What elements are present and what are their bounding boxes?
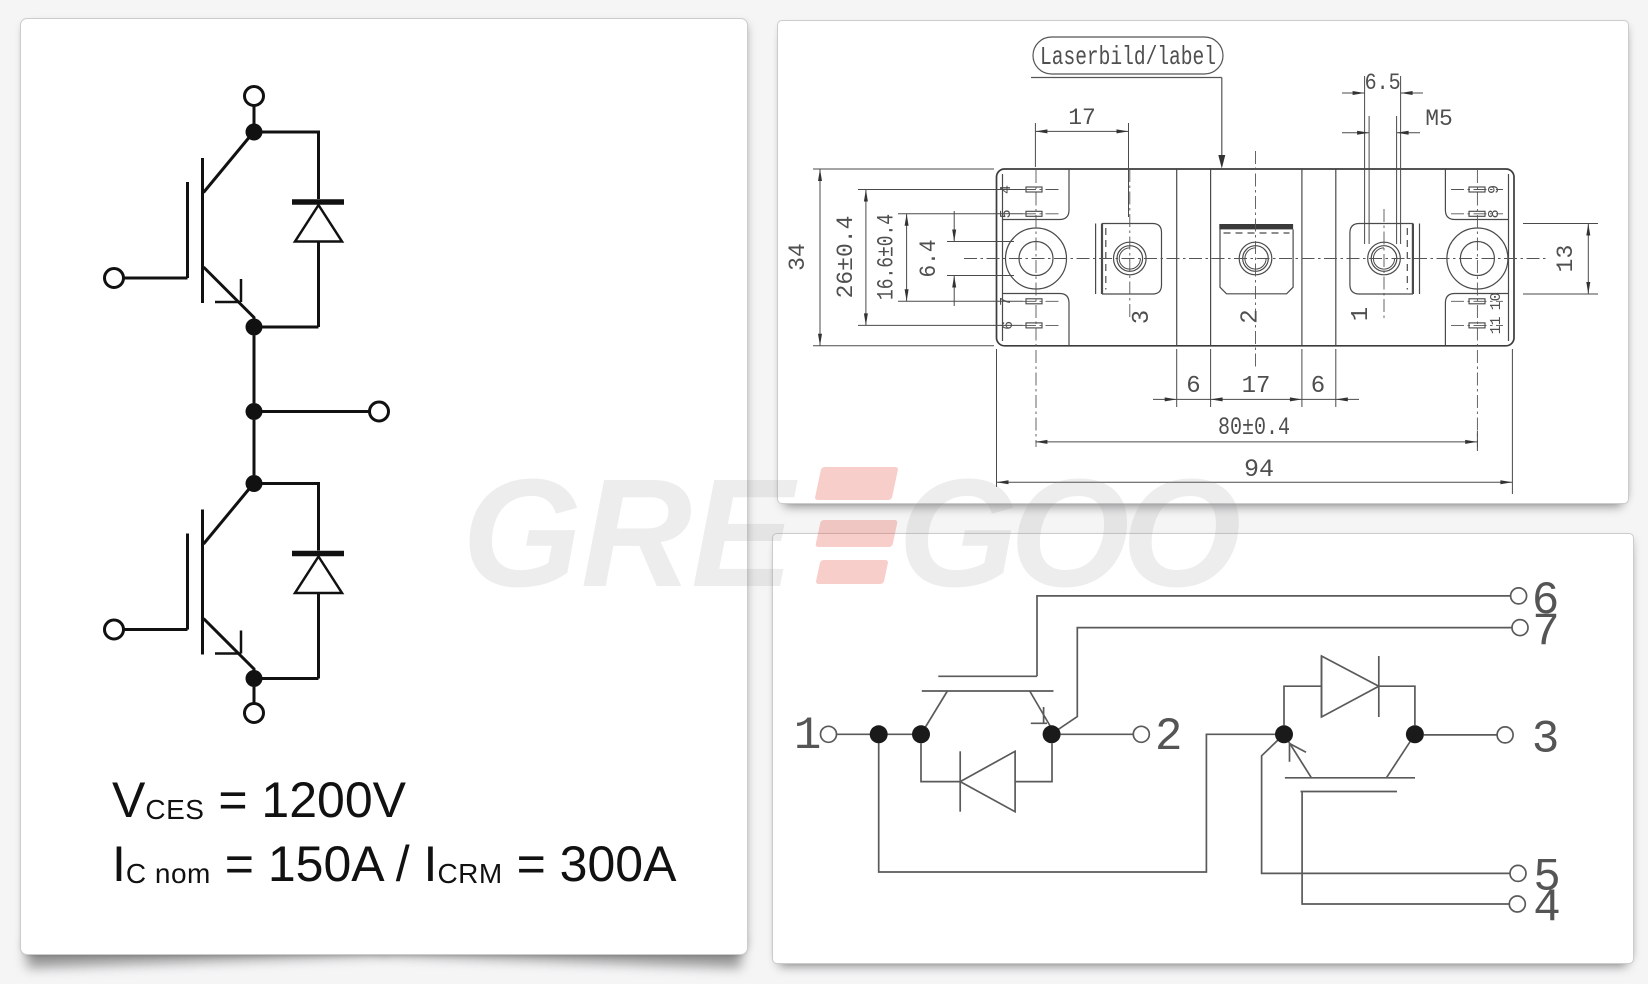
pin-label-5: 5 <box>998 209 1015 218</box>
terminal-pad-2-bar <box>1219 224 1294 230</box>
panel-internal-schematic: 1 2 3 4 5 6 7 <box>772 533 1634 964</box>
internal-schematic: 1 2 3 4 5 6 7 <box>794 575 1561 934</box>
terminal-7-icon <box>1511 618 1529 637</box>
circuit-strokes <box>103 85 390 724</box>
dim-mount-pitch: 80±0.4 <box>1218 413 1290 442</box>
dim-gap-left: 6 <box>1186 373 1200 400</box>
panel-circuit-ratings: VCES = 1200V IC nom = 150A / ICRM = 300A <box>20 18 748 955</box>
pin-label-9: 9 <box>1486 185 1503 194</box>
label-bubble <box>1032 36 1224 75</box>
dimension-lines <box>813 76 1598 494</box>
terminal-labels: 1 2 3 4 5 6 7 <box>794 575 1561 934</box>
terminal-label-3: 3 <box>1532 714 1560 766</box>
diode1-symbol <box>958 749 1016 814</box>
terminal-output-icon <box>368 400 390 423</box>
package-outline-drawing: Laserbild/label <box>785 36 1598 494</box>
pin-label-10: 10 <box>1488 292 1505 310</box>
pin-label-6: 6 <box>1000 321 1017 330</box>
ratings-text: VCES = 1200V IC nom = 150A / ICRM = 300A <box>112 768 676 896</box>
terminal-1-icon <box>819 725 838 744</box>
dim-height: 34 <box>785 243 811 271</box>
dim-pin-span-inner: 16.6±0.4 <box>874 214 900 300</box>
pin-label-4: 4 <box>998 185 1015 194</box>
dim-top-pitch: 17 <box>1068 105 1096 131</box>
centerlines <box>964 151 1546 447</box>
terminal-label-4: 4 <box>1533 882 1561 934</box>
panel-outline-drawing: Laserbild/label <box>777 20 1629 504</box>
section-labels: 3 2 1 <box>1129 307 1375 324</box>
rating-ic: IC nom = 150A / ICRM = 300A <box>112 836 677 892</box>
schematic-strokes <box>819 587 1529 913</box>
terminal-collector-top-icon <box>243 85 265 107</box>
dim-hole-clearance: 6.5 <box>1365 70 1401 96</box>
dim-total-width: 94 <box>1244 455 1274 484</box>
terminal-6-icon <box>1509 587 1528 605</box>
terminal-5-icon <box>1509 864 1527 883</box>
junction-dots <box>245 123 263 687</box>
junction-dot <box>1275 725 1293 744</box>
terminal-label-7: 7 <box>1532 607 1560 659</box>
junction-dot <box>245 123 263 141</box>
dim-terminal-height: 13 <box>1553 245 1579 273</box>
junction-dot <box>912 725 930 744</box>
dim-gap-right: 6 <box>1311 373 1325 400</box>
terminal-label-5: 5 <box>1533 852 1561 904</box>
terminal-emitter-bottom-icon <box>243 702 265 724</box>
terminal-2-icon <box>1132 725 1151 744</box>
diode-symbol <box>292 554 345 595</box>
rating-vces: VCES = 1200V <box>112 772 406 828</box>
section-label-1: 1 <box>1348 307 1375 321</box>
terminal-label-1: 1 <box>794 710 822 762</box>
section-label-3: 3 <box>1129 310 1156 324</box>
terminal-4-icon <box>1508 895 1527 913</box>
dim-center-pitch: 17 <box>1242 373 1271 400</box>
junction-dot <box>245 475 263 492</box>
junction-dot <box>1405 725 1424 744</box>
terminal-label-2: 2 <box>1155 711 1183 763</box>
terminal-gate-top-icon <box>103 267 125 289</box>
terminal-label-6: 6 <box>1532 575 1560 627</box>
pin-label-11: 11 <box>1488 316 1505 334</box>
pin-label-8: 8 <box>1486 209 1503 218</box>
diode2-symbol <box>1320 654 1381 719</box>
junction-dot <box>245 403 263 420</box>
dim-hole-dia: 6.4 <box>916 240 942 278</box>
junction-dot <box>1042 725 1061 744</box>
junction-dot <box>245 670 263 687</box>
terminal-gate-bottom-icon <box>103 618 125 641</box>
junction-dot <box>869 725 888 744</box>
dimension-arrows <box>818 91 1591 485</box>
section-label-2: 2 <box>1238 309 1265 323</box>
junction-dot <box>245 318 263 336</box>
label-leader <box>1031 36 1224 157</box>
pin-labels: 4 5 7 6 9 8 10 11 <box>998 185 1505 334</box>
pin-label-7: 7 <box>998 297 1015 306</box>
terminal-3-icon <box>1496 726 1514 744</box>
half-bridge-schematic <box>103 85 390 724</box>
terminal-pad-2 <box>1219 229 1294 295</box>
dimension-texts: 17 6.5 M5 34 26±0.4 16.6±0.4 6.4 13 6 17… <box>785 70 1579 484</box>
label-bubble-text: Laserbild/label <box>1040 42 1216 72</box>
dim-pin-span-outer: 26±0.4 <box>833 216 859 299</box>
leader-arrow-icon <box>1218 155 1226 169</box>
diode-symbol <box>292 202 345 243</box>
dim-thread: M5 <box>1425 106 1453 132</box>
schematic-junction-dots <box>869 725 1424 744</box>
